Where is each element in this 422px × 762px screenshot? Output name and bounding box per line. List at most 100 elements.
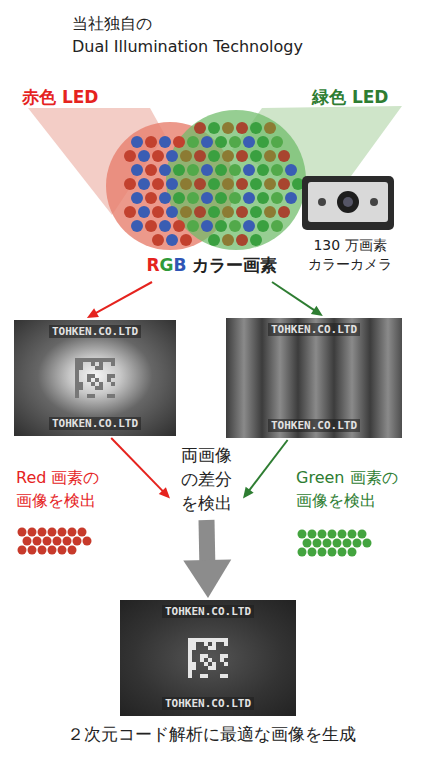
color-pixel [173, 192, 185, 204]
pixel-dot [358, 530, 367, 539]
qr-cell [87, 358, 91, 362]
color-pixel [173, 220, 185, 232]
color-pixel [257, 164, 269, 176]
color-pixel [131, 136, 143, 148]
color-pixel [194, 206, 206, 218]
qr-cell [99, 366, 103, 370]
pixel-dot [348, 530, 357, 539]
qr-cell [188, 674, 192, 678]
pixel-dot [78, 528, 87, 537]
qr-cell [87, 374, 91, 378]
color-pixel [208, 122, 220, 134]
green-pixel-cluster [298, 530, 372, 557]
camera-image: TOHKEN.CO.LTDTOHKEN.CO.LTD [120, 600, 296, 716]
qr-cell [107, 394, 111, 398]
arrow-head [243, 487, 254, 499]
color-pixel [180, 234, 192, 246]
qr-cell [95, 386, 99, 390]
color-pixel [236, 234, 248, 246]
pixel-dot [318, 548, 327, 557]
qr-cell [107, 374, 111, 378]
qr-cell [204, 638, 208, 642]
color-pixel [257, 192, 269, 204]
color-letter: G [160, 255, 174, 275]
color-pixel [222, 122, 234, 134]
color-pixel [166, 234, 178, 246]
color-pixel [187, 192, 199, 204]
qr-cell [224, 642, 228, 646]
led-label: 赤色 LED [22, 86, 98, 109]
color-pixel [243, 136, 255, 148]
color-pixel [201, 164, 213, 176]
qr-cell [212, 642, 216, 646]
qr-cell [91, 382, 95, 386]
qr-cell [87, 378, 91, 382]
pixel-dot [58, 546, 67, 555]
qr-cell [111, 362, 115, 366]
qr-cell [192, 666, 196, 670]
connector [111, 438, 170, 499]
qr-cell [224, 654, 228, 658]
led-label: 緑色 LED [312, 86, 388, 109]
color-pixel [215, 164, 227, 176]
pixel-dot [313, 539, 322, 548]
qr-cell [224, 638, 228, 642]
qr-cell [200, 654, 204, 658]
color-pixel [201, 220, 213, 232]
color-pixel [222, 178, 234, 190]
qr-cell [188, 638, 192, 642]
color-pixel [201, 192, 213, 204]
qr-cell [220, 658, 224, 662]
qr-cell [188, 650, 192, 654]
color-pixel [159, 192, 171, 204]
color-pixel [187, 136, 199, 148]
color-pixel [215, 220, 227, 232]
color-pixel [264, 206, 276, 218]
camera-led [370, 198, 378, 206]
color-pixel [138, 150, 150, 162]
step-label: Red 画素の 画像を検出 [16, 466, 99, 512]
qr-cell [95, 358, 99, 362]
pixel-dot [58, 528, 67, 537]
color-pixel [264, 122, 276, 134]
camera-image: TOHKEN.CO.LTDTOHKEN.CO.LTD [226, 318, 402, 438]
arrow-head [87, 308, 99, 318]
color-pixel [180, 206, 192, 218]
pixel-dot [318, 530, 327, 539]
color-pixel [145, 136, 157, 148]
color-pixel [278, 206, 290, 218]
qr-cell [200, 658, 204, 662]
color-pixel [215, 136, 227, 148]
pixel-dot [38, 528, 47, 537]
color-pixel [250, 206, 262, 218]
color-pixel [166, 178, 178, 190]
color-pixel [215, 192, 227, 204]
color-pixel [194, 150, 206, 162]
color-pixel [131, 220, 143, 232]
green-led-circle [166, 110, 306, 250]
color-letter: B [174, 255, 187, 275]
qr-cell [107, 358, 111, 362]
qr-cell [196, 638, 200, 642]
pixel-area: RGB カラー画素 [112, 112, 312, 280]
qr-cell [79, 386, 83, 390]
qr-cell [192, 642, 196, 646]
pixel-dot [38, 546, 47, 555]
image-text: TOHKEN.CO.LTD [226, 419, 402, 433]
connector-line [199, 520, 216, 561]
qr-cell [111, 382, 115, 386]
qr-cell [95, 378, 99, 382]
pixel-dot [23, 537, 32, 546]
color-pixel [124, 178, 136, 190]
color-pixel [159, 164, 171, 176]
color-pixel [138, 206, 150, 218]
qr-cell [75, 358, 79, 362]
color-pixel [229, 220, 241, 232]
connector-line [249, 440, 288, 491]
qr-cell [212, 662, 216, 666]
color-pixel [229, 164, 241, 176]
image-text-run: TOHKEN.CO.LTD [268, 419, 360, 432]
caption: ２次元コード解析に最適な画像を生成 [0, 722, 422, 746]
color-pixel [131, 192, 143, 204]
